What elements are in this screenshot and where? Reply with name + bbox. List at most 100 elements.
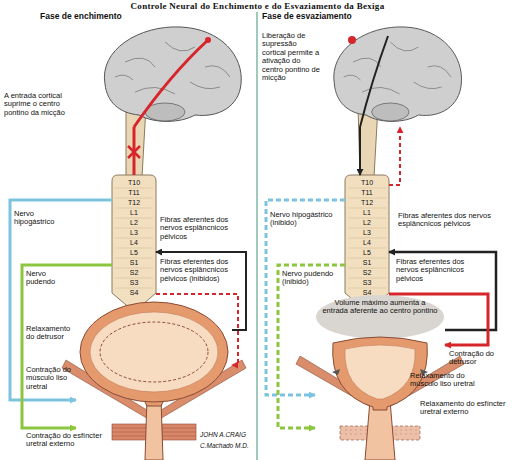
panel-divider	[256, 12, 258, 460]
nerve-label: Fibras aferentes dos nervos esplâncnicos…	[398, 212, 498, 229]
segment-label: S2	[112, 268, 156, 278]
title: Controle Neural do Enchimento e do Esvaz…	[0, 1, 515, 11]
segment-label: T11	[112, 188, 156, 198]
segment-label: T11	[345, 188, 389, 198]
node-text: Relaxamento do detrusor	[26, 325, 74, 342]
nerve-label: Nervo pudendo	[26, 270, 76, 287]
nerve-label: Fibras eferentes dos nervos esplâncnicos…	[160, 258, 238, 283]
bladder-wall	[80, 302, 228, 402]
segment-label: L5	[112, 248, 156, 258]
suppression-mark	[128, 146, 140, 158]
cord-outline	[112, 175, 156, 310]
panel-heading: Fase de enchimento	[40, 12, 190, 22]
brain-outline	[104, 27, 241, 121]
segment-divider	[348, 228, 386, 229]
cerebellum	[145, 103, 185, 121]
segment-divider	[348, 218, 386, 219]
cerebellum	[372, 103, 409, 121]
segment-divider	[115, 238, 153, 239]
segment-label: T10	[112, 178, 156, 188]
segment-divider	[115, 278, 153, 279]
segment-label: L2	[112, 218, 156, 228]
sphincter-fibers	[112, 428, 196, 436]
nerve-pathway	[359, 127, 361, 175]
brain-group	[334, 27, 462, 121]
segment-label: L3	[345, 228, 389, 238]
segment-label: S1	[112, 258, 156, 268]
segment-label: T12	[345, 198, 389, 208]
node-text: Volume máximo aumenta a entrada aferente…	[321, 299, 439, 316]
annotation: Relaxamento do esfíncter uretral externo	[420, 400, 512, 417]
bladder-lumen	[345, 345, 415, 399]
signature: C.Machado M.D.	[200, 442, 256, 449]
node-text: Liberação de supressão cortical permite …	[262, 32, 322, 82]
brain-group	[104, 27, 241, 121]
brain-sulci	[344, 42, 451, 94]
segment-label: L1	[112, 208, 156, 218]
segment-label: L4	[345, 238, 389, 248]
node-shape	[95, 22, 245, 127]
segment-divider	[115, 258, 153, 259]
segment-divider	[115, 198, 153, 199]
segment-label: T10	[345, 178, 389, 188]
bladder-lumen	[90, 312, 218, 392]
urethra	[145, 398, 163, 460]
nerve-pathway	[389, 127, 400, 185]
nerve-label: Nervo pudendo (inibido)	[282, 270, 342, 287]
segment-label: S1	[345, 258, 389, 268]
annotation: Contração do músculo liso uretral	[26, 366, 76, 391]
segment-divider	[348, 258, 386, 259]
node-text: A entrada cortical suprime o centro pont…	[4, 92, 86, 117]
segment-label: L5	[345, 248, 389, 258]
brain: Liberação de supressão cortical permite …	[325, 22, 465, 127]
segment-divider	[115, 288, 153, 289]
segment-label: T12	[112, 198, 156, 208]
nerve-pathway	[133, 127, 136, 175]
node-shape	[76, 300, 232, 440]
brain-outline	[334, 27, 462, 121]
segment-divider	[115, 268, 153, 269]
nerve-label: Fibras aferentes dos nervos esplâncnicos…	[160, 216, 250, 241]
nerve-label: Nervo hipogástrico (inibido)	[270, 211, 342, 228]
segment-label: S3	[112, 278, 156, 288]
panel-heading: Fase de esvaziamento	[262, 12, 412, 22]
nerve-label: Fibras eferentes dos nervos esplâncnicos…	[396, 258, 484, 283]
segment-divider	[115, 208, 153, 209]
nerve-pathway	[266, 200, 345, 395]
spinal-cord: T10T11T12L1L2L3L4L5S1S2S3S4	[112, 175, 156, 310]
segment-label: L1	[345, 208, 389, 218]
cord-outline	[345, 175, 389, 310]
sphincter-fibers	[340, 430, 420, 434]
annotation: Contração do detrusor	[449, 350, 511, 367]
segment-label: S3	[345, 278, 389, 288]
segment-label: L2	[345, 218, 389, 228]
segment-divider	[115, 218, 153, 219]
node-shape	[325, 22, 465, 127]
signature: JOHN A.CRAIG	[200, 431, 256, 438]
segment-divider	[348, 268, 386, 269]
segment-label: L3	[112, 228, 156, 238]
external-sphincter	[112, 424, 196, 440]
segment-divider	[348, 208, 386, 209]
segment-divider	[348, 238, 386, 239]
spinal-cord: T10T11T12L1L2L3L4L5S1S2S3S4	[345, 175, 389, 310]
brain: A entrada cortical suprime o centro pont…	[95, 22, 245, 127]
segment-divider	[348, 248, 386, 249]
segment-divider	[348, 198, 386, 199]
volume-halo	[316, 295, 444, 339]
segment-divider	[348, 278, 386, 279]
nerve-label: Nervo hipogástrico	[14, 210, 76, 227]
segment-label: S2	[345, 268, 389, 278]
annotation: Relaxamento do músculo liso uretral	[410, 372, 490, 389]
segment-divider	[115, 188, 153, 189]
segment-divider	[115, 248, 153, 249]
segment-divider	[348, 188, 386, 189]
segment-divider	[348, 288, 386, 289]
segment-label: S4	[112, 288, 156, 298]
brain-sulci	[115, 42, 230, 94]
bladder: Relaxamento do detrusor	[76, 300, 232, 440]
segment-label: L4	[112, 238, 156, 248]
external-sphincter	[340, 426, 420, 440]
annotation: Contração do esfíncter uretral externo	[26, 432, 110, 449]
